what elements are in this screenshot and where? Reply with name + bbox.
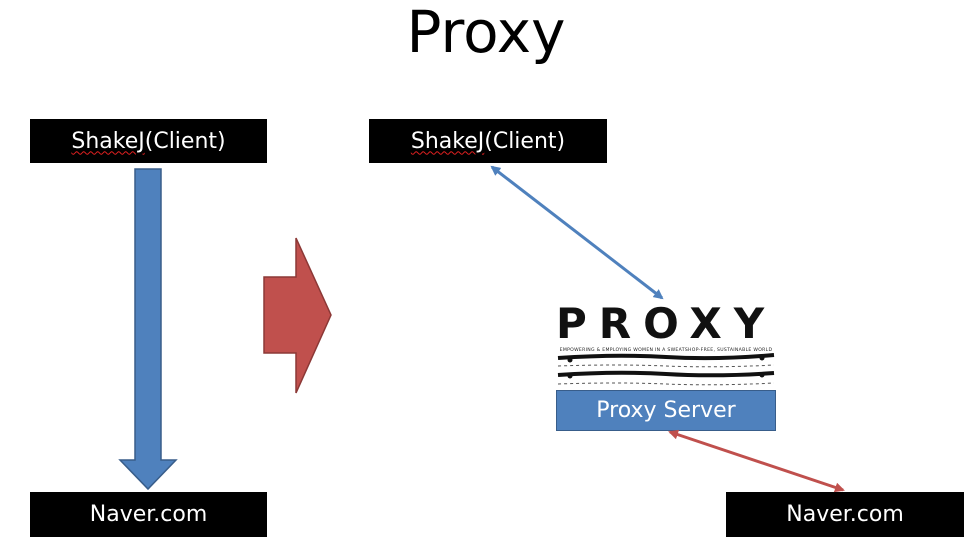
- right-server-box: Naver.com: [726, 492, 964, 537]
- left-server-box: Naver.com: [30, 492, 267, 537]
- red-right-arrow: [263, 237, 332, 394]
- proxy-logo-stitch-lines: [557, 353, 775, 386]
- proxy-server-connector: [668, 429, 845, 493]
- right-client-name: ShakeJ: [410, 128, 485, 154]
- proxy-logo-text: PROXY: [556, 300, 776, 348]
- proxy-server-label: Proxy Server: [596, 398, 736, 423]
- proxy-logo-image: PROXY EMPOWERING & EMPLOYING WOMEN IN A …: [556, 300, 776, 391]
- page-title: Proxy: [406, 0, 566, 66]
- right-server-label: Naver.com: [786, 502, 904, 527]
- left-client-suffix: (Client): [144, 128, 226, 154]
- proxy-server-box: Proxy Server: [556, 390, 776, 431]
- right-client-suffix: (Client): [484, 128, 566, 154]
- left-client-box: ShakeJ(Client): [30, 119, 267, 163]
- blue-down-arrow: [118, 168, 178, 491]
- client-proxy-connector: [490, 165, 664, 300]
- left-server-label: Naver.com: [89, 502, 208, 527]
- left-client-name: ShakeJ: [71, 128, 145, 154]
- proxy-logo-tagline: EMPOWERING & EMPLOYING WOMEN IN A SWEATS…: [559, 348, 773, 353]
- right-client-box: ShakeJ(Client): [369, 119, 607, 163]
